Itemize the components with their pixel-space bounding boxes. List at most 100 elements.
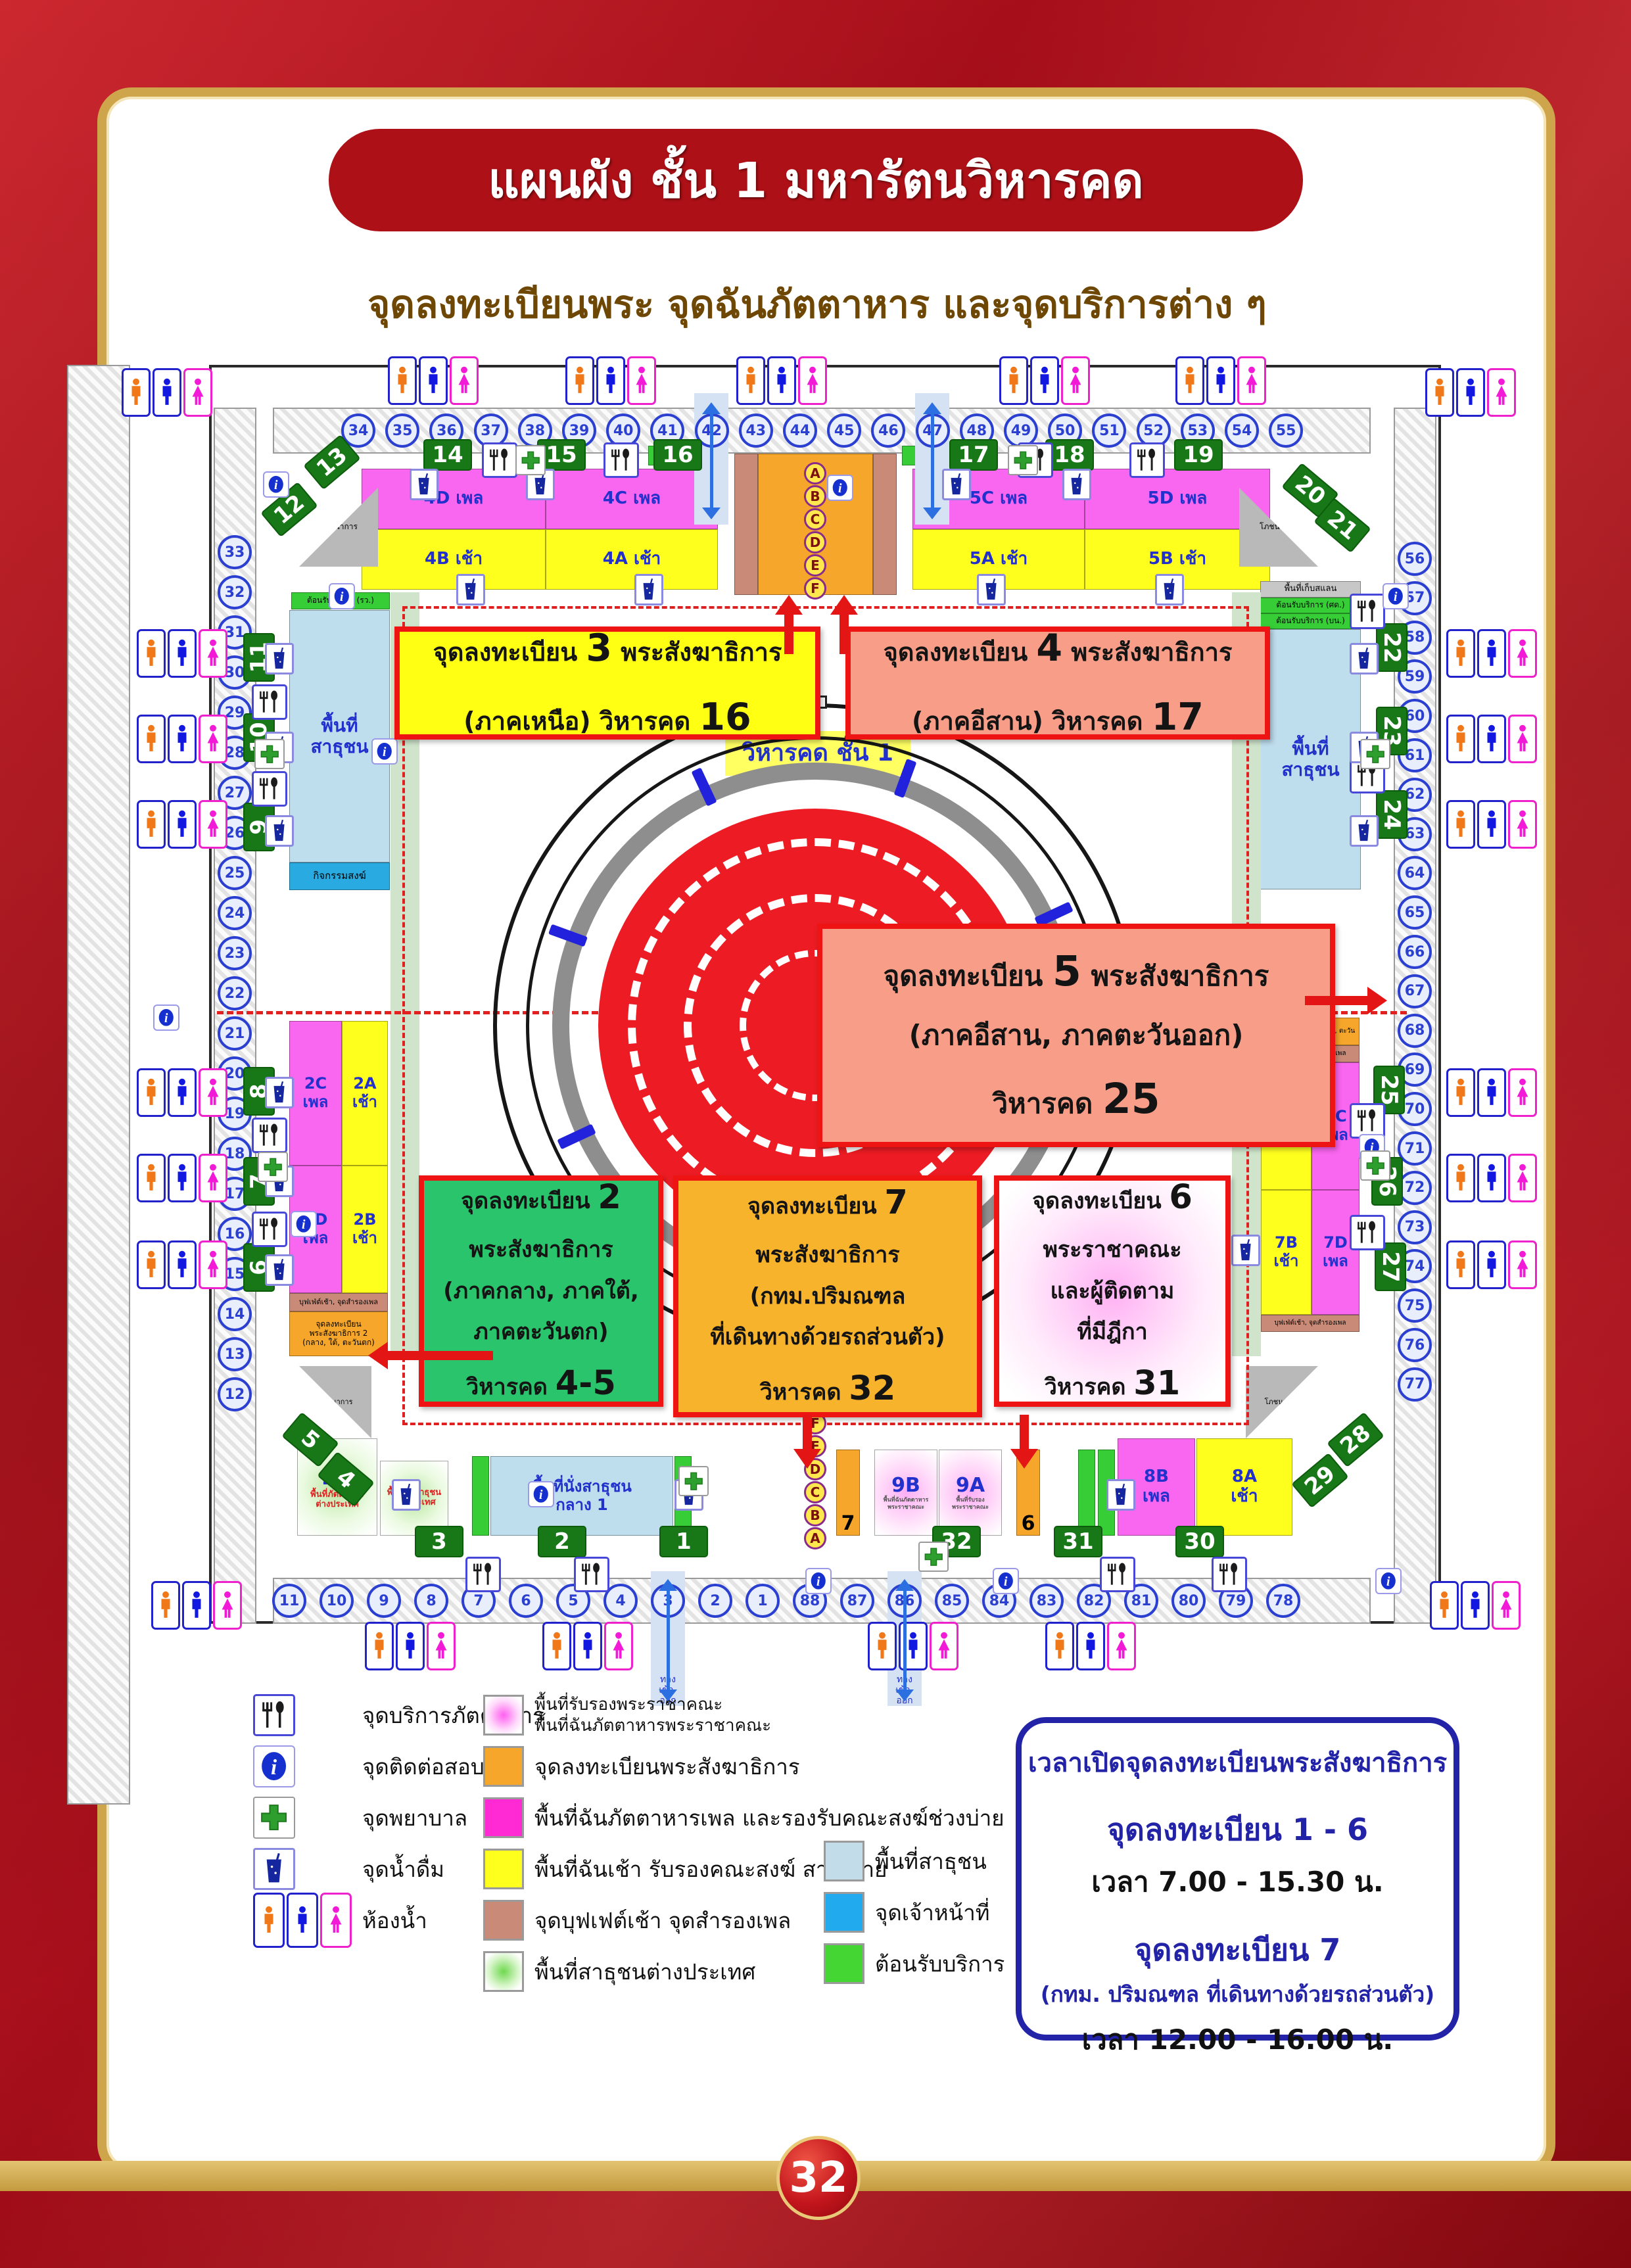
toilet-icon-group bbox=[137, 1240, 227, 1289]
drink-icon bbox=[410, 469, 438, 500]
page-title: แผนผัง ชั้น 1 มหารัตนวิหารคด bbox=[488, 153, 1144, 209]
svg-text:i: i bbox=[838, 481, 842, 496]
woman-icon bbox=[1508, 1240, 1537, 1289]
callout-line: พระสังฆาธิการ bbox=[469, 1236, 613, 1263]
toilet-icon-group bbox=[137, 629, 227, 678]
woman-icon bbox=[930, 1622, 958, 1670]
man-icon bbox=[1175, 356, 1204, 405]
svg-text:i: i bbox=[1370, 1141, 1374, 1155]
map-number-circle: 55 bbox=[1269, 413, 1304, 448]
legend-label: พื้นที่รับรองพระราชาคณะพื้นที่ฉันภัตตาหา… bbox=[534, 1694, 772, 1736]
map-area-label: 5D เพล bbox=[1147, 488, 1208, 509]
medical-icon bbox=[254, 739, 285, 769]
map-number-circle: 54 bbox=[1225, 413, 1259, 448]
info-icon: i bbox=[528, 1481, 554, 1507]
legend-label: พื้นที่สาธุชนต่างประเทศ bbox=[534, 1958, 756, 1985]
man-icon bbox=[287, 1893, 318, 1948]
info-icon: i bbox=[827, 475, 853, 501]
legend-label: จุดบุฟเฟต์เช้า จุดสำรองเพล bbox=[534, 1907, 792, 1933]
map-area-label: 6 bbox=[1021, 1511, 1035, 1535]
title-banner: แผนผัง ชั้น 1 มหารัตนวิหารคด bbox=[329, 129, 1303, 231]
callout-line: พระสังฆาธิการ bbox=[755, 1241, 900, 1268]
woman-icon bbox=[1508, 1068, 1537, 1117]
man-icon bbox=[182, 1581, 211, 1630]
food-icon bbox=[252, 1212, 287, 1247]
callout-line: (ภาคอีสาน, ภาคตะวันออก) bbox=[909, 1019, 1244, 1052]
medical-icon bbox=[1360, 739, 1390, 769]
map-zone-badge: 18 bbox=[1045, 439, 1094, 471]
map-area-label: ต้อนรับบริการ (บน.) bbox=[1276, 616, 1345, 626]
map-number-circle: 68 bbox=[1398, 1013, 1432, 1048]
map-number-circle: 46 bbox=[871, 413, 906, 448]
drink-icon bbox=[1350, 643, 1379, 674]
map-number-circle: 34 bbox=[341, 413, 375, 448]
man-icon bbox=[1477, 1154, 1506, 1202]
toilet-icon-group bbox=[999, 356, 1090, 405]
legend-swatch bbox=[483, 1951, 524, 1992]
map-area-label: บุฟเฟ่ต์เช้า, จุดสำรองเพล bbox=[299, 1297, 378, 1306]
woman-icon bbox=[1492, 1581, 1521, 1630]
svg-text:i: i bbox=[1004, 1574, 1008, 1589]
storage-strip: พื้นที่เก็บสแลน bbox=[1260, 581, 1361, 598]
page-number-badge: 32 bbox=[776, 2136, 861, 2220]
map-area-label: 4C เพล bbox=[602, 488, 661, 509]
map-area-sublabel: พื้นที่รับรองพระราชาคณะ bbox=[952, 1497, 989, 1511]
drink-icon bbox=[265, 1077, 294, 1108]
man-icon bbox=[168, 800, 197, 849]
toilet-icon-group bbox=[388, 356, 479, 405]
outer-road-hatch-left bbox=[67, 365, 130, 1805]
drink-icon bbox=[634, 574, 663, 605]
drink-icon bbox=[1106, 1479, 1135, 1511]
man-icon bbox=[419, 356, 448, 405]
medical-icon bbox=[253, 1797, 295, 1839]
man-icon bbox=[168, 1154, 197, 1202]
green-strip-b3 bbox=[1078, 1450, 1095, 1536]
callout-line: พระราชาคณะ bbox=[1043, 1236, 1182, 1263]
food-icon bbox=[1350, 594, 1385, 629]
map-number-circle: 80 bbox=[1171, 1584, 1206, 1618]
food-icon bbox=[482, 442, 517, 478]
legend-item: จุดเจ้าหน้าที่ bbox=[824, 1887, 1021, 1938]
man-icon bbox=[1456, 368, 1485, 417]
red-arrow bbox=[775, 595, 803, 654]
man-icon bbox=[137, 1240, 166, 1289]
map-zone-badge: 30 bbox=[1175, 1526, 1224, 1557]
svg-text:i: i bbox=[302, 1217, 306, 1232]
woman-icon bbox=[1061, 356, 1090, 405]
toilet-icon-group bbox=[1425, 368, 1516, 417]
toilet-icon-group bbox=[542, 1622, 633, 1670]
man-icon bbox=[137, 800, 166, 849]
woman-icon bbox=[1508, 715, 1537, 763]
man-icon bbox=[1477, 1068, 1506, 1117]
toilet-icon-group bbox=[1446, 715, 1537, 763]
map-number-circle: 2 bbox=[698, 1584, 732, 1618]
map-gate-letter: B bbox=[804, 485, 826, 508]
toilet-icon-group bbox=[1446, 1240, 1537, 1289]
center-buffet-left bbox=[734, 454, 758, 595]
callout-line: และผู้ติดตาม bbox=[1050, 1277, 1175, 1304]
woman-icon bbox=[199, 800, 227, 849]
map-area-label: 5C เพล bbox=[969, 488, 1028, 509]
red-arrow bbox=[793, 1415, 821, 1469]
map-number-circle: 6 bbox=[509, 1584, 543, 1618]
legend-label: จุดพยาบาล bbox=[362, 1805, 468, 1831]
map-wall-hatch-left bbox=[214, 408, 256, 1624]
legend-item: จุดลงทะเบียนพระสังฆาธิการ bbox=[483, 1741, 1022, 1792]
map-number-circle: 65 bbox=[1398, 895, 1432, 930]
map-number-circle: 13 bbox=[218, 1337, 252, 1371]
map-area-label: พื้นที่สาธุชน bbox=[310, 714, 369, 757]
man-icon bbox=[1461, 1581, 1490, 1630]
man-icon bbox=[1206, 356, 1235, 405]
toilet-icon-group bbox=[1446, 1068, 1537, 1117]
public-area-right: พื้นที่สาธุชน bbox=[1260, 629, 1361, 889]
toilet-icon-group bbox=[137, 800, 227, 849]
map-number-circle: 10 bbox=[319, 1584, 354, 1618]
legend-label: ห้องน้ำ bbox=[362, 1907, 427, 1933]
food-icon bbox=[603, 442, 639, 478]
woman-icon bbox=[798, 356, 827, 405]
